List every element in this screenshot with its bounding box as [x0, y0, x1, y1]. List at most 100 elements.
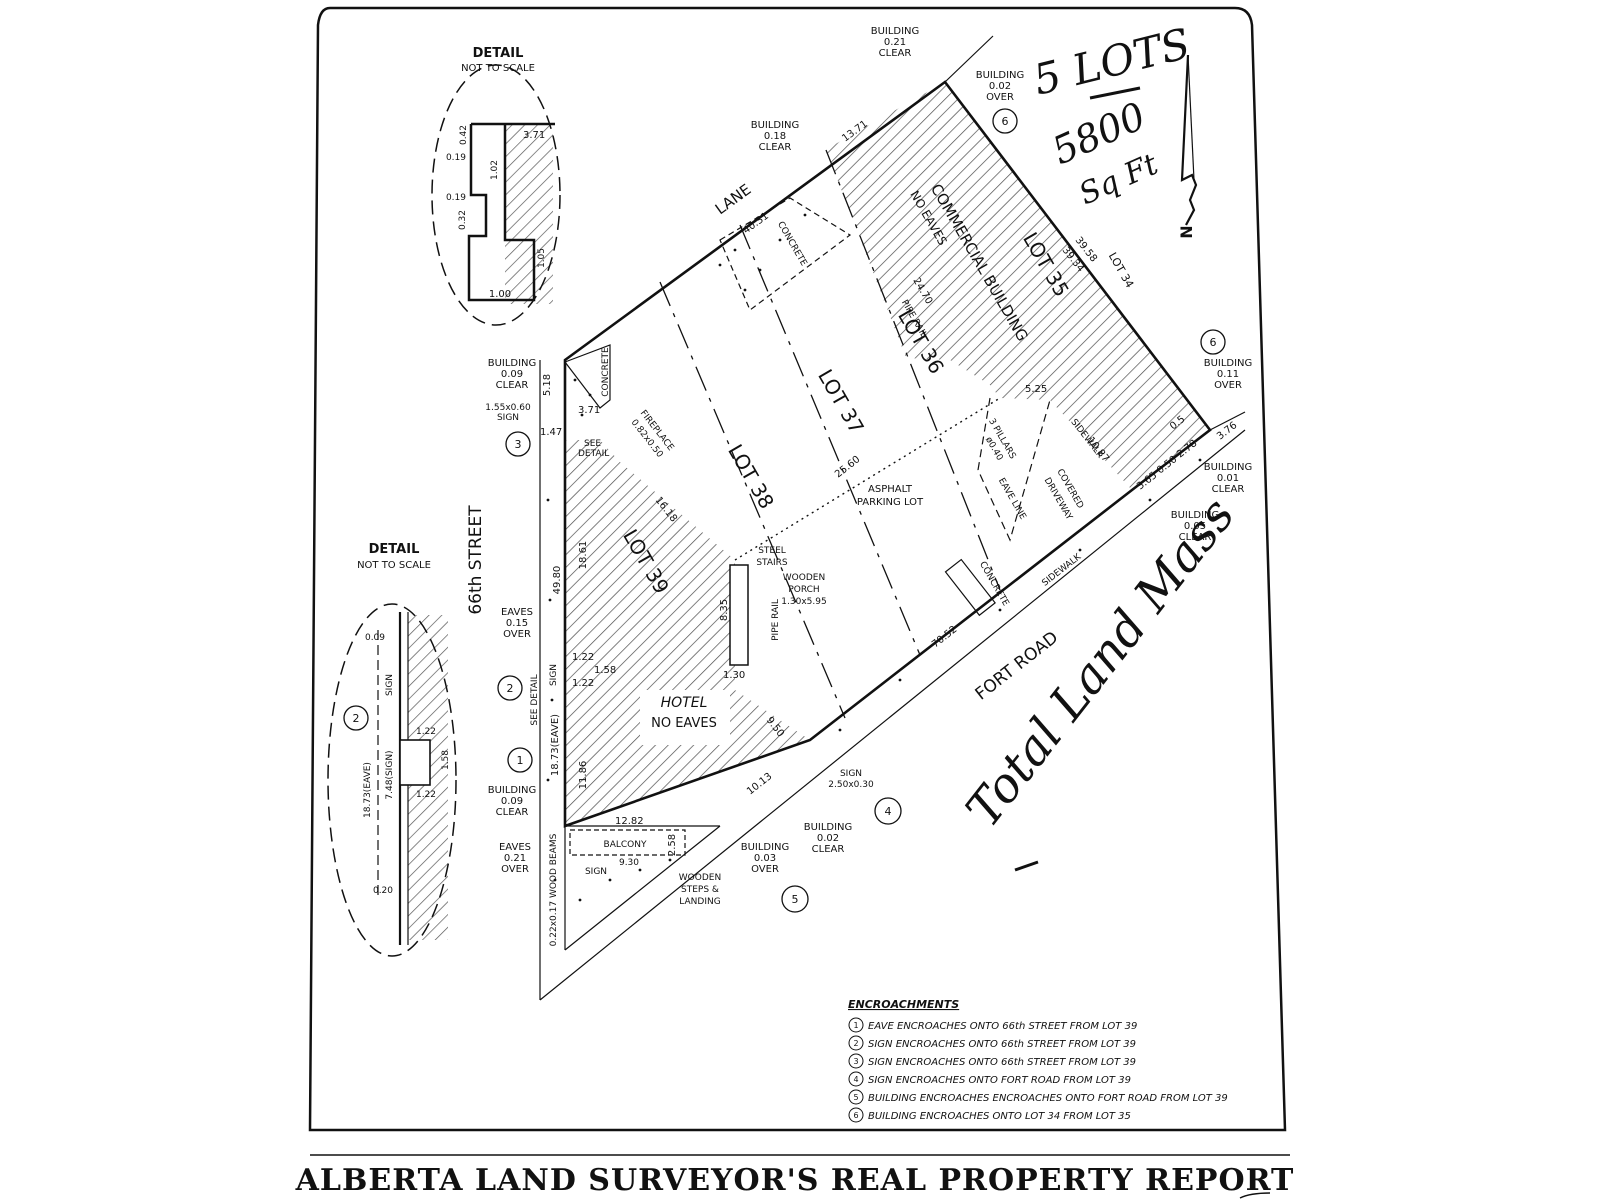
hotel-no-eaves: NO EAVES	[651, 716, 717, 731]
svg-text:2: 2	[853, 1039, 858, 1048]
dim: 12.82	[615, 816, 644, 827]
svg-text:0.02: 0.02	[817, 833, 839, 844]
dim: 3.76	[1215, 420, 1239, 442]
dim: 0.20	[373, 886, 393, 896]
dim: 0.09	[365, 633, 385, 643]
svg-text:CLEAR: CLEAR	[1179, 532, 1212, 543]
dim: 18.73(EAVE)	[550, 714, 561, 776]
detail-bottom: DETAIL NOT TO SCALE 2 0.09 SIGN 1.22 1.5…	[327, 542, 457, 957]
see-detail-label: SEE	[584, 439, 601, 449]
detail-top-title: DETAIL	[473, 46, 524, 61]
svg-text:OVER: OVER	[1214, 380, 1242, 391]
porch-label: PORCH	[788, 585, 819, 595]
concrete-label: CONCRETE	[775, 220, 809, 268]
sign-label: SIGN	[585, 867, 607, 877]
dim: 1.47	[540, 427, 562, 438]
north-label: N	[1177, 225, 1196, 238]
svg-text:0.01: 0.01	[1217, 473, 1239, 484]
svg-text:BUILDING: BUILDING	[488, 785, 537, 796]
svg-text:2: 2	[507, 682, 514, 695]
page-frame	[308, 6, 1287, 1132]
dim: 18.61	[578, 541, 589, 570]
svg-text:OVER: OVER	[751, 864, 779, 875]
svg-text:CLEAR: CLEAR	[1212, 484, 1245, 495]
encroachment-item: SIGN ENCROACHES ONTO 66th STREET FROM LO…	[868, 1057, 1136, 1068]
svg-text:BUILDING: BUILDING	[871, 26, 920, 37]
dim: 1.02	[490, 160, 500, 180]
wooden-label: WOODEN	[783, 573, 825, 583]
clearance-notes: BUILDING 0.21 CLEAR BUILDING 0.02 OVER B…	[488, 26, 1253, 875]
dim: 18.73(EAVE)	[363, 762, 373, 818]
dim: 8.35	[719, 599, 730, 621]
svg-text:OVER: OVER	[501, 864, 529, 875]
sign-size: 2.50x0.30	[828, 780, 874, 790]
see-detail-label: DETAIL	[578, 449, 609, 459]
dim: 1.22	[572, 652, 594, 663]
svg-text:4: 4	[853, 1075, 858, 1084]
sign-size: 9.30	[619, 858, 639, 868]
dim: 5.18	[542, 374, 553, 396]
dim: SIGN	[385, 674, 395, 696]
svg-text:EAVES: EAVES	[501, 607, 533, 618]
svg-text:0.18: 0.18	[764, 131, 786, 142]
dim: 3.71	[578, 405, 600, 416]
svg-text:1: 1	[853, 1021, 858, 1030]
see-detail-label: SEE DETAIL	[530, 674, 540, 725]
svg-text:3: 3	[515, 438, 522, 451]
dim: 1.22	[416, 790, 436, 800]
dim: 3.71	[523, 130, 545, 141]
svg-text:0.09: 0.09	[501, 796, 523, 807]
svg-text:5: 5	[792, 893, 799, 906]
pipe-rail-porch-label: PIPE RAIL	[771, 599, 781, 641]
sign-label: SIGN	[840, 769, 862, 779]
encroachment-item: BUILDING ENCROACHES ENCROACHES ONTO FORT…	[868, 1093, 1228, 1104]
detail-top-note: NOT TO SCALE	[461, 63, 535, 74]
dim: 1.22	[416, 727, 436, 737]
dim: 10.13	[745, 771, 774, 797]
svg-text:CLEAR: CLEAR	[496, 380, 529, 391]
encroachment-markers: 6 6 3 2 1 4 5	[497, 108, 1226, 913]
dim: 0.42	[459, 125, 469, 145]
wood-beams-label: 0.22x0.17 WOOD BEAMS	[549, 833, 559, 946]
svg-text:BUILDING: BUILDING	[976, 70, 1025, 81]
svg-text:0.03: 0.03	[754, 853, 776, 864]
svg-text:OVER: OVER	[986, 92, 1014, 103]
svg-text:0.05: 0.05	[1184, 521, 1206, 532]
lot-37-label: LOT 37	[813, 365, 869, 438]
dim: 7.48(SIGN)	[385, 750, 395, 799]
svg-text:0.21: 0.21	[884, 37, 906, 48]
svg-text:BUILDING: BUILDING	[1171, 510, 1220, 521]
svg-text:6: 6	[1210, 336, 1217, 349]
detail-bottom-title: DETAIL	[369, 542, 420, 557]
svg-text:4: 4	[885, 805, 892, 818]
dim: 5.25	[1025, 384, 1047, 395]
dim: 1.58	[441, 750, 451, 770]
speckles	[546, 213, 1202, 902]
svg-text:BUILDING: BUILDING	[1204, 462, 1253, 473]
sign-size: 1.55x0.60	[485, 403, 531, 413]
encroachment-item: BUILDING ENCROACHES ONTO LOT 34 FROM LOT…	[868, 1111, 1131, 1122]
encroachments-legend: ENCROACHMENTS 1 EAVE ENCROACHES ONTO 66t…	[848, 998, 1228, 1123]
concrete-label: CONCRETE	[601, 347, 611, 397]
dim: 1.58	[594, 665, 616, 676]
dim: 1.30	[723, 670, 745, 681]
svg-text:0.21: 0.21	[504, 853, 526, 864]
svg-text:BUILDING: BUILDING	[804, 822, 853, 833]
detail-bottom-note: NOT TO SCALE	[357, 560, 431, 571]
hand-lots: 5 LOTS	[1029, 19, 1195, 105]
svg-text:BUILDING: BUILDING	[1204, 358, 1253, 369]
eave-line-label: EAVE LINE	[996, 477, 1028, 522]
dim: 0.19	[446, 153, 466, 163]
dim: 2.58	[667, 834, 678, 856]
encroachment-item: SIGN ENCROACHES ONTO 66th STREET FROM LO…	[868, 1039, 1136, 1050]
encroachment-item: SIGN ENCROACHES ONTO FORT ROAD FROM LOT …	[868, 1075, 1131, 1086]
hotel-label: HOTEL	[661, 695, 708, 711]
dim: 11.86	[578, 761, 589, 790]
svg-text:3: 3	[853, 1057, 858, 1066]
sign-label: SIGN	[497, 413, 519, 423]
street-lane: LANE	[712, 180, 755, 218]
landing-label: LANDING	[679, 897, 720, 907]
svg-text:BUILDING: BUILDING	[741, 842, 790, 853]
svg-text:EAVES: EAVES	[499, 842, 531, 853]
